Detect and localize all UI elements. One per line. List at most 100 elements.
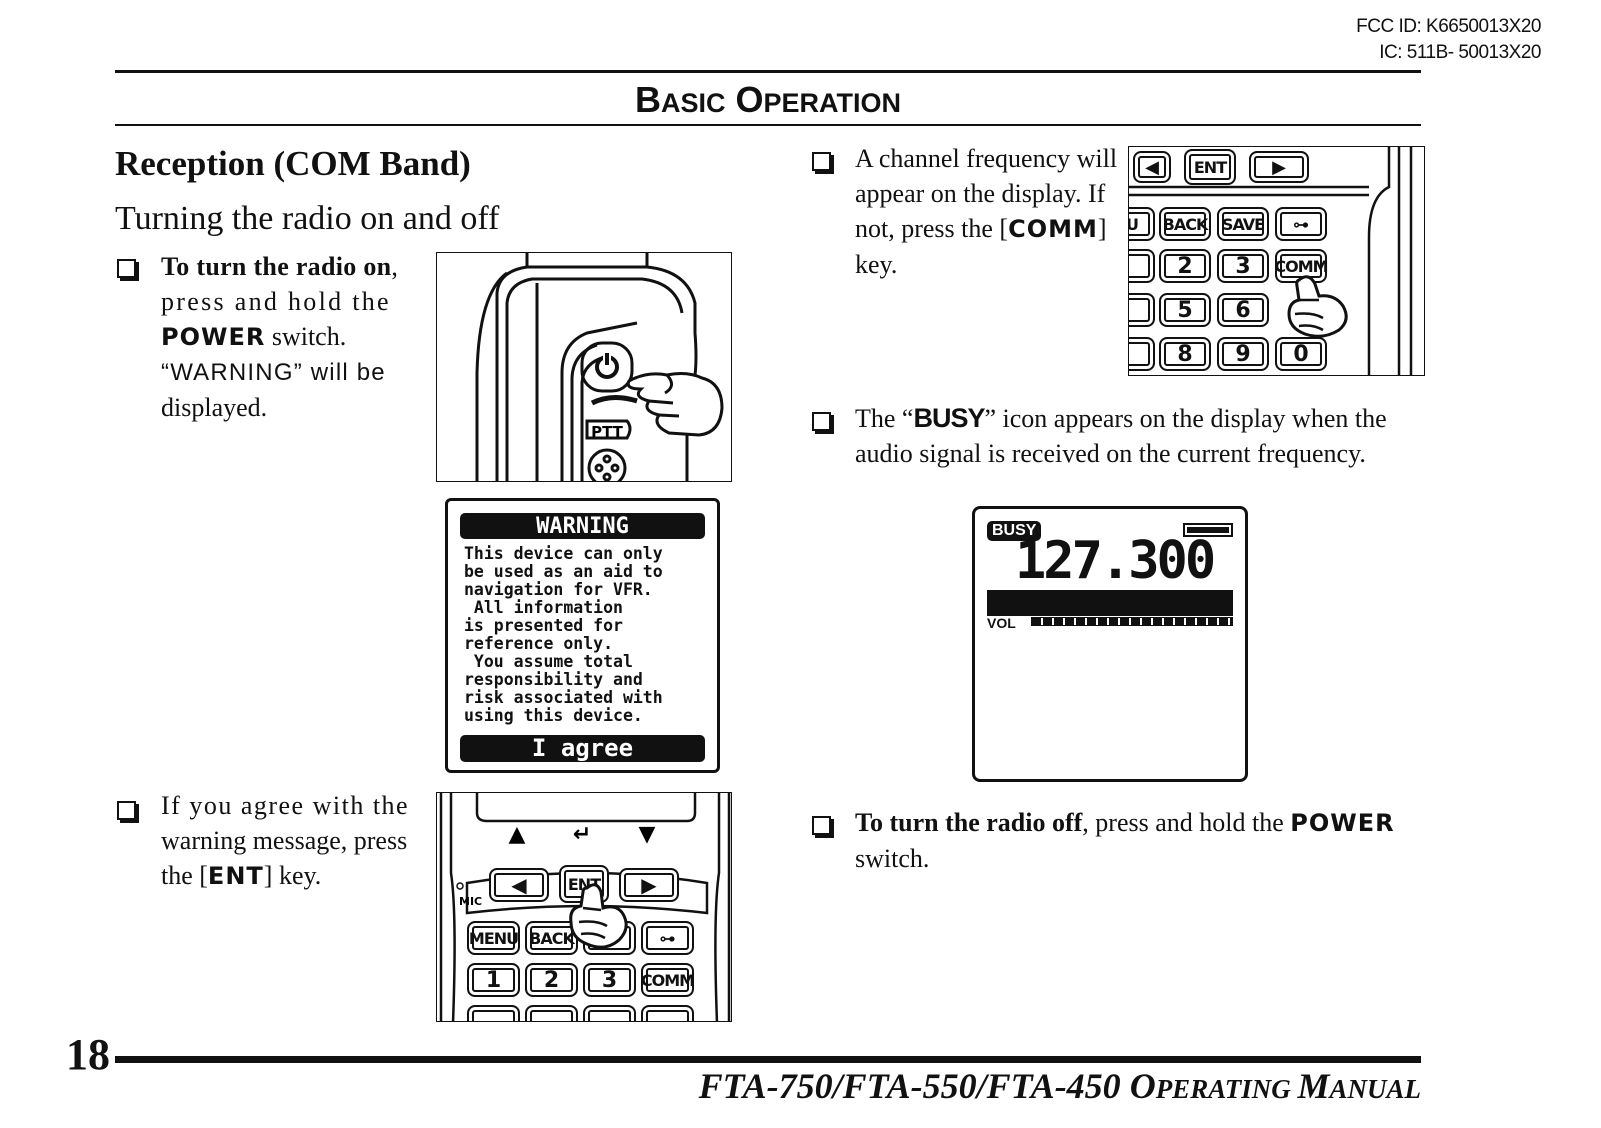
right-arrow-key[interactable]: ▶ (1249, 151, 1309, 183)
comm-key-label: COMM (1008, 215, 1098, 243)
key-1[interactable]: 1 (467, 963, 520, 997)
top-rule (115, 70, 1421, 73)
power-on-paragraph: To turn the radio on, press and hold the… (161, 249, 426, 425)
fcc-block: FCC ID: K6650013X20 IC: 511B- 50013X20 (1356, 14, 1541, 66)
vol-label: VOL (987, 615, 1016, 631)
footer-rest-anual: ANUAL (1329, 1074, 1421, 1104)
key-2[interactable]: 2 (525, 963, 578, 997)
manual-title: FTA-750/FTA-550/FTA-450 OPERATING MANUAL (699, 1064, 1421, 1111)
ent-key[interactable]: ENT (1184, 149, 1236, 185)
left-arrow-key[interactable]: ◀ (489, 868, 549, 902)
mic-label: MIC (459, 895, 482, 908)
key-8[interactable]: 8 (1159, 337, 1211, 371)
busy-paragraph: The “BUSY” icon appears on the display w… (855, 401, 1425, 471)
power-off-rest: , press and hold the (1082, 808, 1284, 837)
power-on-comma: , (391, 252, 399, 281)
bullet-icon (117, 801, 136, 820)
svg-text:↵: ↵ (573, 822, 591, 847)
bullet-icon (812, 152, 831, 171)
key-4-partial[interactable] (1129, 293, 1155, 327)
bullet-icon (117, 259, 136, 278)
right-arrow-key[interactable]: ▶ (619, 868, 679, 902)
back-key[interactable]: BACK (525, 921, 578, 955)
key-0[interactable]: 0 (1275, 337, 1327, 371)
ic-number: IC: 511B- 50013X20 (1379, 42, 1541, 63)
agree-line1: If you agree with the (161, 791, 410, 820)
key-5-partial[interactable] (525, 1005, 578, 1021)
key-121-partial[interactable] (641, 1005, 694, 1021)
key-3[interactable]: 3 (1217, 249, 1269, 283)
key-5[interactable]: 5 (1159, 293, 1211, 327)
bullet-icon (812, 412, 831, 431)
key-1-partial[interactable] (1129, 249, 1155, 283)
warning-title: WARNING (460, 513, 705, 539)
power-on-line2: press and hold the (161, 287, 391, 316)
power-on-bold: To turn the radio on (161, 252, 392, 281)
lcd-display: BUSY 127.300 VOL (972, 506, 1248, 782)
save-key[interactable]: SAVE (1217, 207, 1269, 241)
agree-line3-pre: the [ (161, 861, 208, 890)
section-title: BASIC OPERATION (115, 78, 1421, 125)
freq-line3-post: ] (1097, 214, 1107, 243)
section-rule (115, 124, 1421, 126)
section-rest-asic: ASIC (660, 88, 726, 118)
power-off-bold: To turn the radio off (855, 808, 1083, 837)
warning-screen: WARNING This device can only be used as … (445, 498, 720, 773)
freq-line2: appear on the display. If (855, 179, 1106, 208)
comm-key[interactable]: COMM (641, 963, 695, 997)
power-key-label: POWER (161, 323, 266, 351)
key-6[interactable]: 6 (1217, 293, 1269, 327)
menu-key[interactable]: MENU (467, 921, 520, 955)
menu-key-partial[interactable]: U (1129, 207, 1155, 241)
key-7-partial[interactable] (1129, 337, 1155, 371)
figure-power-button: PTT (436, 252, 732, 482)
section-cap-o: O (735, 79, 764, 120)
ptt-label: PTT (591, 423, 624, 441)
footer-cap-m: M (1297, 1066, 1330, 1106)
keypad-body (1129, 147, 1413, 375)
agree-paragraph: If you agree with the warning message, p… (161, 788, 431, 894)
subheading-on-off: Turning the radio on and off (115, 200, 500, 237)
section-rest-peration: PERATION (763, 88, 902, 118)
freq-line3-pre: not, press the [ (855, 214, 1009, 243)
pointing-hand-icon (569, 883, 628, 949)
section-cap-b: B (634, 79, 661, 120)
warning-body: This device can only be used as an aid t… (464, 544, 663, 725)
radio-side-illustration: PTT (475, 253, 724, 481)
power-on-line3: switch. (265, 322, 347, 351)
agree-line2: warning message, press (161, 826, 408, 855)
bullet-icon (812, 816, 831, 835)
keypad-body: ▲ ↵ ▼ MIC (439, 793, 731, 1021)
busy-post: ” icon appears on the display when the (984, 404, 1387, 433)
power-off-line2: switch. (855, 844, 930, 873)
figure-ent-key: ▲ ↵ ▼ MIC ◀ ENT ▶ MENU BACK ⊶ 1 2 3 COMM (436, 792, 732, 1022)
busy-badge: BUSY (987, 521, 1042, 541)
freq-line1: A channel frequency will (855, 144, 1118, 173)
key-4-partial[interactable] (467, 1005, 520, 1021)
key-2[interactable]: 2 (1159, 249, 1211, 283)
pointing-hand-icon (1287, 275, 1348, 338)
frequency-readout: 127.300 (1015, 531, 1216, 591)
freq-line4: key. (855, 250, 898, 279)
heading-reception: Reception (COM Band) (115, 144, 471, 183)
key-6-partial[interactable] (583, 1005, 636, 1021)
agree-line3-post: ] key. (263, 861, 322, 890)
busy-line2: audio signal is received on the current … (855, 439, 1366, 468)
i-agree-button[interactable]: I agree (460, 735, 705, 762)
key-3[interactable]: 3 (583, 963, 636, 997)
svg-text:▲: ▲ (509, 822, 526, 847)
status-bar (987, 590, 1233, 616)
key-9[interactable]: 9 (1217, 337, 1269, 371)
busy-pre: The “ (855, 404, 914, 433)
svg-text:▼: ▼ (639, 822, 656, 847)
left-arrow-key[interactable]: ◀ (1133, 151, 1171, 183)
figure-comm-key: ◀ ENT ▶ U BACK SAVE ⊶ 2 3 COMM 5 6 8 9 0 (1128, 146, 1425, 376)
power-off-paragraph: To turn the radio off, press and hold th… (855, 805, 1425, 876)
lock-key-icon[interactable]: ⊶ (1275, 207, 1327, 241)
power-on-line5: displayed. (161, 393, 268, 422)
back-key[interactable]: BACK (1159, 207, 1211, 241)
footer-rule (115, 1056, 1421, 1063)
volume-meter (1031, 617, 1233, 626)
channel-frequency-paragraph: A channel frequency will appear on the d… (855, 141, 1120, 282)
lock-key-icon[interactable]: ⊶ (641, 921, 694, 955)
